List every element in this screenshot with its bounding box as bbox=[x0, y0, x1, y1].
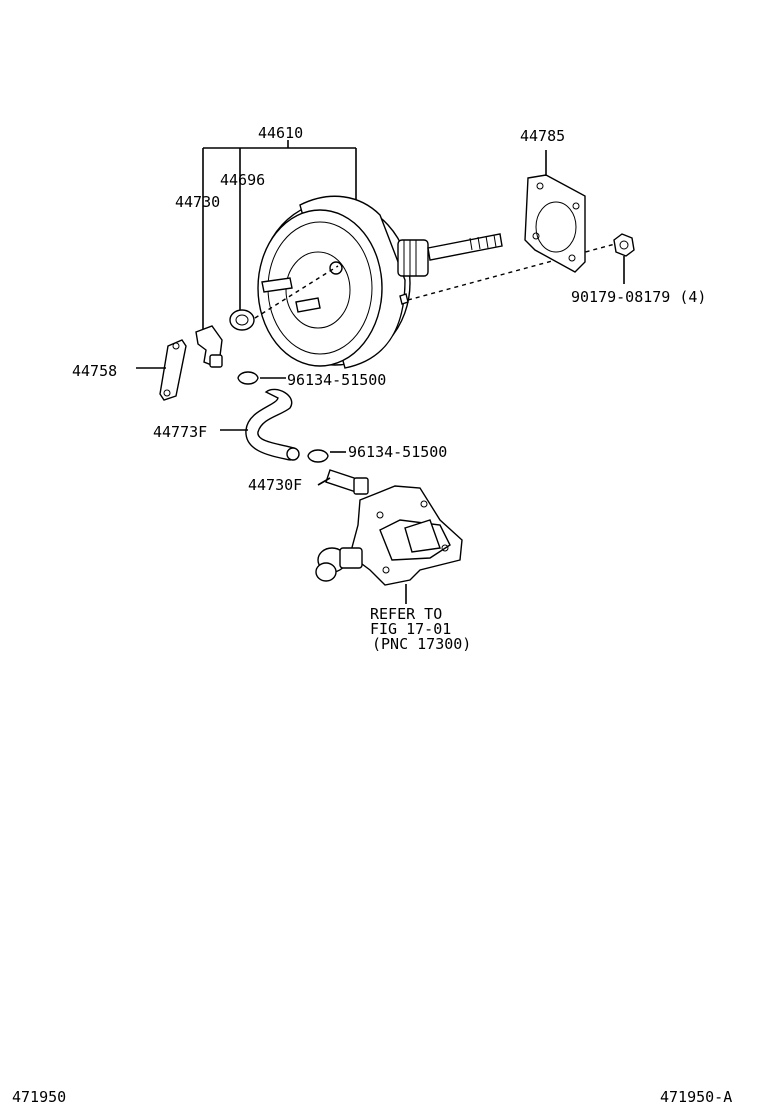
label-44696: 44696 bbox=[220, 171, 265, 189]
label-clip-lower: 96134-51500 bbox=[348, 443, 447, 461]
intake-manifold-part bbox=[315, 485, 463, 604]
union-44730 bbox=[195, 325, 223, 368]
alignment-line-upper bbox=[254, 265, 339, 319]
label-refer-line3: (PNC 17300) bbox=[372, 635, 471, 653]
gasket-44785 bbox=[524, 150, 586, 273]
union-44730F bbox=[317, 469, 369, 495]
bracket-44758 bbox=[136, 339, 187, 401]
brake-booster bbox=[257, 195, 503, 369]
footer-right-code: 471950-A bbox=[660, 1088, 732, 1106]
label-clip-upper: 96134-51500 bbox=[287, 371, 386, 389]
leader-44610 bbox=[202, 140, 357, 330]
grommet-44696 bbox=[229, 309, 255, 331]
label-44730: 44730 bbox=[175, 193, 220, 211]
nut-90179 bbox=[613, 233, 635, 284]
label-nut: 90179-08179 (4) bbox=[571, 288, 706, 306]
footer-left-code: 471950 bbox=[12, 1088, 66, 1106]
clip-lower bbox=[307, 449, 346, 463]
label-44730F: 44730F bbox=[248, 476, 302, 494]
clip-upper bbox=[237, 371, 286, 385]
label-44785: 44785 bbox=[520, 127, 565, 145]
label-44758: 44758 bbox=[72, 362, 117, 380]
label-refer-line2: FIG 17-01 bbox=[370, 620, 451, 638]
hose-44773F bbox=[220, 388, 300, 461]
label-refer-line1: REFER TO bbox=[370, 605, 442, 623]
label-44773F: 44773F bbox=[153, 423, 207, 441]
label-44610: 44610 bbox=[258, 124, 303, 142]
